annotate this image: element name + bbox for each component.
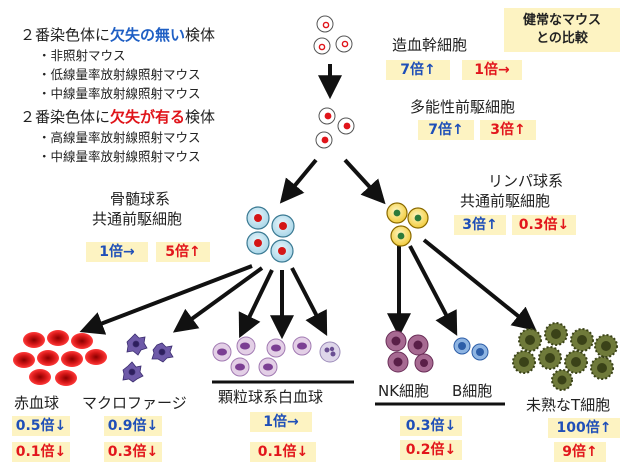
t-label: 未熟なT細胞 (526, 396, 611, 414)
granulocyte-cells (212, 336, 341, 377)
granulocyte-label: 顆粒球系白血球 (218, 388, 324, 406)
legend-normal-title: ２番染色体に欠失の無い検体 (20, 28, 215, 43)
arrow-cmp-to-granulocyte-3 (290, 267, 328, 336)
legend-normal-item: ・非照射マウス (38, 48, 126, 63)
cmp-label: 共通前駆細胞 (92, 210, 183, 228)
rbc-normal-value: 0.5倍↓ (12, 416, 70, 436)
legend-deleted-highlight: 欠失が有る (110, 108, 186, 126)
cmp-normal-value: 1倍→ (86, 242, 148, 262)
mpp-deleted-value: 3倍↑ (480, 120, 536, 140)
mpp-normal-value: 7倍↑ (418, 120, 474, 140)
comparison-note-line: 健常なマウス (522, 13, 601, 28)
macrophage-normal-value: 0.9倍↓ (104, 416, 162, 436)
t-normal-value: 100倍↑ (548, 418, 620, 438)
legend-deleted-prefix: ２番染色体に (20, 108, 111, 126)
lineage-arrows (79, 64, 537, 340)
clp-normal-value: 3倍↑ (454, 215, 506, 235)
hsc-deleted-value: 1倍→ (462, 60, 522, 80)
comparison-note-line: との比較 (536, 31, 588, 46)
hsc-normal-value: 7倍↑ (386, 60, 450, 80)
arrow-cmp-to-granulocyte-1 (238, 269, 274, 339)
arrow-clp-to-t (422, 238, 537, 332)
granulocyte-normal-value: 1倍→ (250, 412, 312, 432)
t-deleted-value: 9倍↑ (554, 442, 606, 462)
legend-normal-suffix: 検体 (185, 26, 216, 44)
legend-deleted-item: ・中線量率放射線照射マウス (38, 149, 201, 164)
macrophage-deleted-value: 0.3倍↓ (104, 442, 162, 462)
nk-b-normal-value: 0.3倍↓ (400, 416, 462, 436)
mpp-label: 多能性前駆細胞 (410, 98, 516, 116)
arrow-mpp-to-cmp (279, 158, 318, 204)
clp-cells (386, 202, 429, 247)
arrow-cmp-to-rbc (79, 264, 253, 335)
nk-label: NK細胞 (378, 382, 430, 400)
legend-deleted-title: ２番染色体に欠失が有る検体 (20, 110, 215, 125)
clp-label: リンパ球系 (488, 172, 564, 190)
macrophage-label: マクロファージ (82, 394, 187, 412)
cmp-deleted-value: 5倍↑ (156, 242, 210, 262)
b-cells (453, 337, 489, 361)
b-label: B細胞 (452, 382, 493, 400)
rbc-cells (13, 330, 107, 386)
cmp-label: 骨髄球系 (110, 190, 171, 208)
clp-label: 共通前駆細胞 (460, 192, 551, 210)
rbc-deleted-value: 0.1倍↓ (12, 442, 70, 462)
nk-b-deleted-value: 0.2倍↓ (400, 440, 462, 460)
hsc-label: 造血幹細胞 (392, 36, 468, 54)
arrow-mpp-to-clp (343, 158, 386, 205)
granulocyte-deleted-value: 0.1倍↓ (250, 442, 316, 462)
hsc-cells (313, 15, 353, 55)
comparison-note: 健常なマウス との比較 (504, 8, 620, 52)
legend-deleted-suffix: 検体 (185, 108, 216, 126)
legend-normal-item: ・中線量率放射線照射マウス (38, 86, 201, 101)
nk-cells (385, 330, 434, 373)
clp-deleted-value: 0.3倍↓ (512, 215, 576, 235)
arrow-cmp-to-macrophage (172, 266, 264, 333)
legend-normal-highlight: 欠失の無い (110, 26, 186, 44)
legend-normal-prefix: ２番染色体に (20, 26, 111, 44)
rbc-label: 赤血球 (14, 394, 60, 412)
arrow-clp-to-b (408, 245, 458, 336)
t-cells (512, 322, 618, 391)
cmp-cells (246, 206, 295, 263)
macrophage-cells (122, 333, 174, 383)
mpp-cells (315, 107, 355, 149)
legend-deleted-item: ・高線量率放射線照射マウス (38, 130, 201, 145)
legend-normal-item: ・低線量率放射線照射マウス (38, 67, 201, 82)
